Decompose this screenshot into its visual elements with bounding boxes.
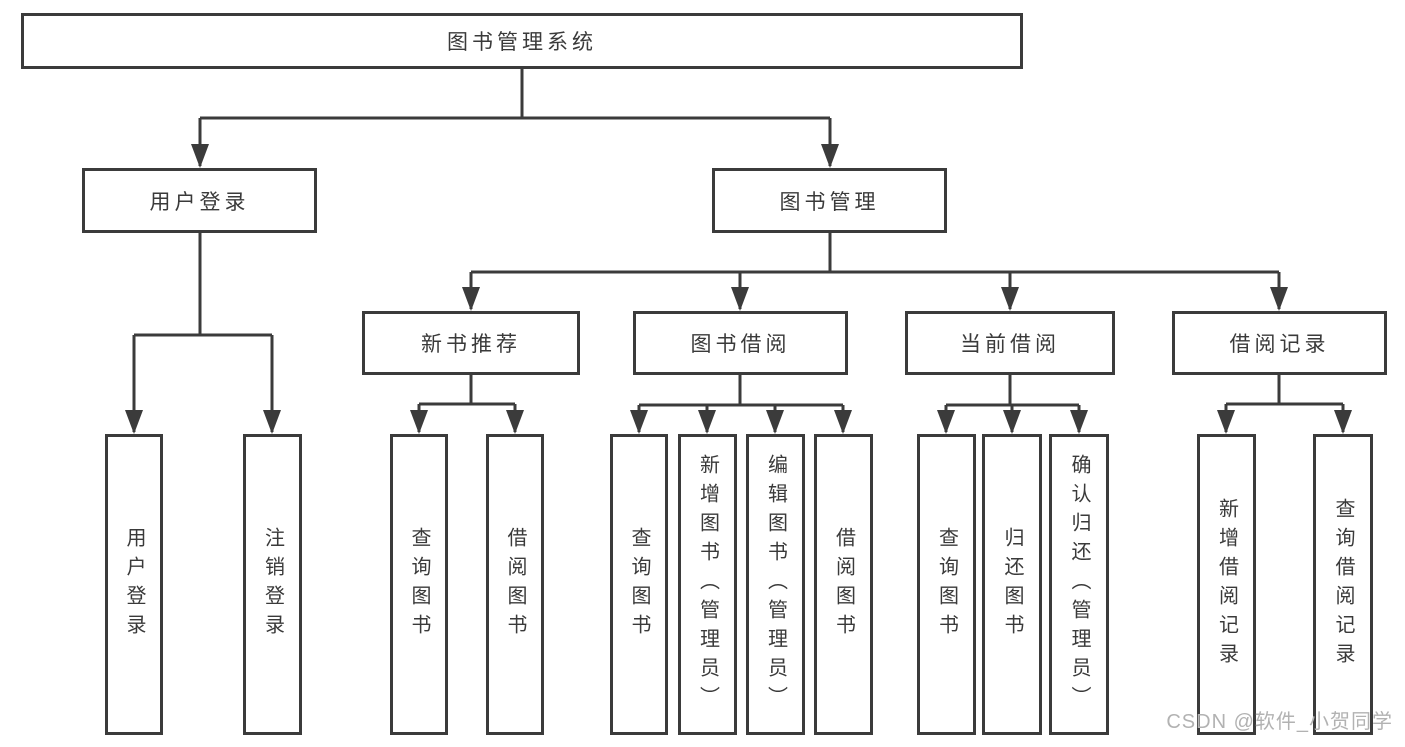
node-label: 查询图书 <box>408 526 430 643</box>
arrowhead-icon <box>1217 410 1235 434</box>
tree-edges <box>132 69 1345 432</box>
arrowhead-icon <box>1003 410 1021 434</box>
arrowhead-icon <box>125 410 143 434</box>
leaf-borrow-books-recommend: 借阅图书 <box>486 434 544 735</box>
arrowhead-icon <box>1270 287 1288 311</box>
leaf-query-books-borrowing: 查询图书 <box>610 434 668 735</box>
arrowhead-icon <box>191 144 209 168</box>
arrowhead-icon <box>1070 410 1088 434</box>
arrowhead-icon <box>834 410 852 434</box>
csdn-watermark: CSDN @软件_小贺同学 <box>1166 711 1393 733</box>
node-current-borrowing: 当前借阅 <box>905 311 1115 375</box>
arrowhead-icon <box>462 287 480 311</box>
node-label: 确认归还（管理员） <box>1068 454 1090 715</box>
arrowhead-icon <box>731 287 749 311</box>
node-label: 归还图书 <box>1001 526 1023 643</box>
leaf-confirm-return-admin: 确认归还（管理员） <box>1049 434 1109 735</box>
arrowhead-icon <box>937 410 955 434</box>
leaf-query-books-current: 查询图书 <box>917 434 976 735</box>
node-label: 借阅图书 <box>504 526 526 643</box>
node-label: 借阅图书 <box>832 526 855 643</box>
node-new-book-recommendation: 新书推荐 <box>362 311 580 375</box>
node-borrowing-records: 借阅记录 <box>1172 311 1387 375</box>
arrowhead-icon <box>1001 287 1019 311</box>
arrowhead-icon <box>506 410 524 434</box>
node-label: 新增图书（管理员） <box>696 454 719 715</box>
leaf-user-login: 用户登录 <box>105 434 163 735</box>
node-label: 注销登录 <box>261 526 284 643</box>
node-label: 当前借阅 <box>960 333 1060 356</box>
node-user-login: 用户登录 <box>82 168 317 233</box>
leaf-borrow-books: 借阅图书 <box>814 434 873 735</box>
arrowhead-icon <box>1334 410 1352 434</box>
leaf-query-books-recommend: 查询图书 <box>390 434 448 735</box>
leaf-add-book-admin: 新增图书（管理员） <box>678 434 737 735</box>
arrowhead-icon <box>630 410 648 434</box>
node-library-system: 图书管理系统 <box>21 13 1023 69</box>
node-label: 图书管理系统 <box>447 31 597 54</box>
node-label: 新书推荐 <box>421 333 521 356</box>
arrowhead-icon <box>410 410 428 434</box>
arrowhead-icon <box>821 144 839 168</box>
node-label: 图书管理 <box>779 190 880 214</box>
node-book-borrowing: 图书借阅 <box>633 311 848 375</box>
node-label: 查询借阅记录 <box>1332 497 1354 672</box>
arrowhead-icon <box>766 410 784 434</box>
arrowhead-icons <box>125 144 1352 434</box>
node-label: 编辑图书（管理员） <box>764 454 787 715</box>
arrowhead-icon <box>698 410 716 434</box>
node-label: 查询图书 <box>935 526 958 643</box>
node-label: 新增借阅记录 <box>1215 497 1238 672</box>
node-book-management: 图书管理 <box>712 168 947 233</box>
leaf-edit-book-admin: 编辑图书（管理员） <box>746 434 805 735</box>
node-label: 用户登录 <box>123 526 145 643</box>
node-label: 用户登录 <box>149 190 250 214</box>
node-label: 图书借阅 <box>690 333 791 356</box>
leaf-query-borrow-record: 查询借阅记录 <box>1313 434 1373 735</box>
node-label: 借阅记录 <box>1229 333 1330 356</box>
leaf-logout: 注销登录 <box>243 434 302 735</box>
leaf-return-books: 归还图书 <box>982 434 1042 735</box>
leaf-add-borrow-record: 新增借阅记录 <box>1197 434 1256 735</box>
arrowhead-icon <box>263 410 281 434</box>
node-label: 查询图书 <box>628 526 650 643</box>
